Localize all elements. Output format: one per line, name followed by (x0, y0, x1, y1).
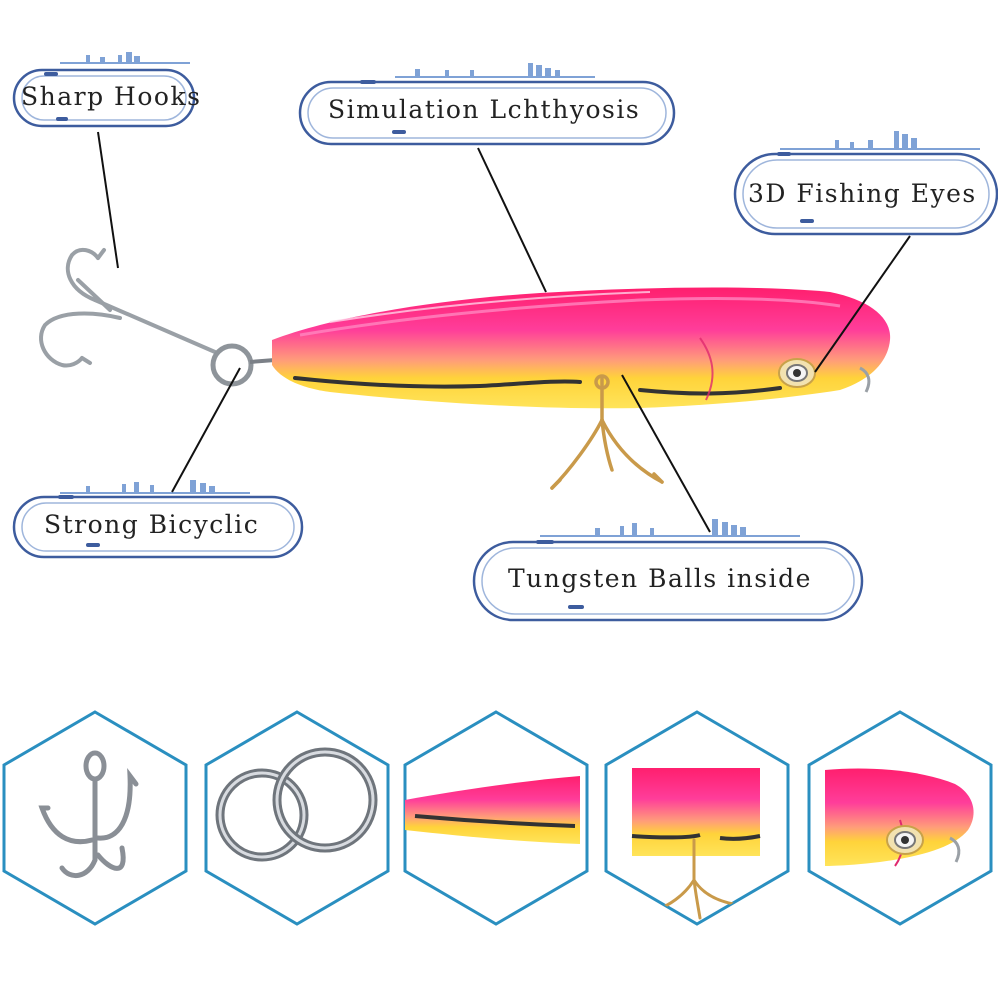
detail-hex-split-rings (204, 710, 390, 926)
leader-line-bicyclic (171, 367, 241, 493)
leader-line-simulation (477, 147, 547, 293)
leader-line-eyes (814, 235, 911, 373)
callout-label-sharp-hooks: Sharp Hooks (21, 82, 202, 111)
callout-label-bicyclic: Strong Bicyclic (44, 510, 260, 539)
leader-lines (97, 131, 911, 533)
skyline-decoration (395, 63, 595, 78)
treble-hook-icon (38, 750, 139, 878)
lure-head-eye-icon (825, 768, 974, 867)
detail-hex-belly-hook (604, 710, 790, 926)
eye-icon (778, 358, 816, 388)
lure-body (272, 287, 891, 409)
skyline-decoration (780, 131, 980, 150)
belly-treble-hook-icon (550, 374, 664, 490)
tail-treble-hook-icon (39, 247, 217, 368)
detail-hex-lure-head (807, 710, 993, 926)
callout-label-eyes: 3D Fishing Eyes (748, 179, 977, 208)
callout-bicyclic (12, 480, 304, 559)
skyline-decoration (60, 480, 250, 494)
callout-sharp-hooks (12, 52, 196, 128)
callout-eyes (733, 131, 998, 236)
leader-line-hooks (97, 131, 119, 269)
callout-label-tungsten: Tungsten Balls inside (508, 564, 812, 593)
lateral-line (293, 376, 782, 396)
callout-simulation (298, 63, 676, 146)
lure-tail-icon (405, 776, 580, 844)
split-ring-icon (215, 747, 378, 862)
detail-hex-treble-hook (2, 710, 188, 926)
skyline-decoration (540, 519, 800, 537)
detail-hex-lure-tail (403, 710, 589, 926)
main-lure (39, 247, 891, 490)
callout-label-simulation: Simulation Lchthyosis (328, 95, 641, 124)
callout-tungsten (472, 519, 864, 622)
skyline-decoration (60, 52, 190, 64)
split-ring-icon (210, 343, 276, 387)
leader-line-tungsten (621, 374, 711, 533)
lure-belly-hook-icon (631, 768, 761, 920)
